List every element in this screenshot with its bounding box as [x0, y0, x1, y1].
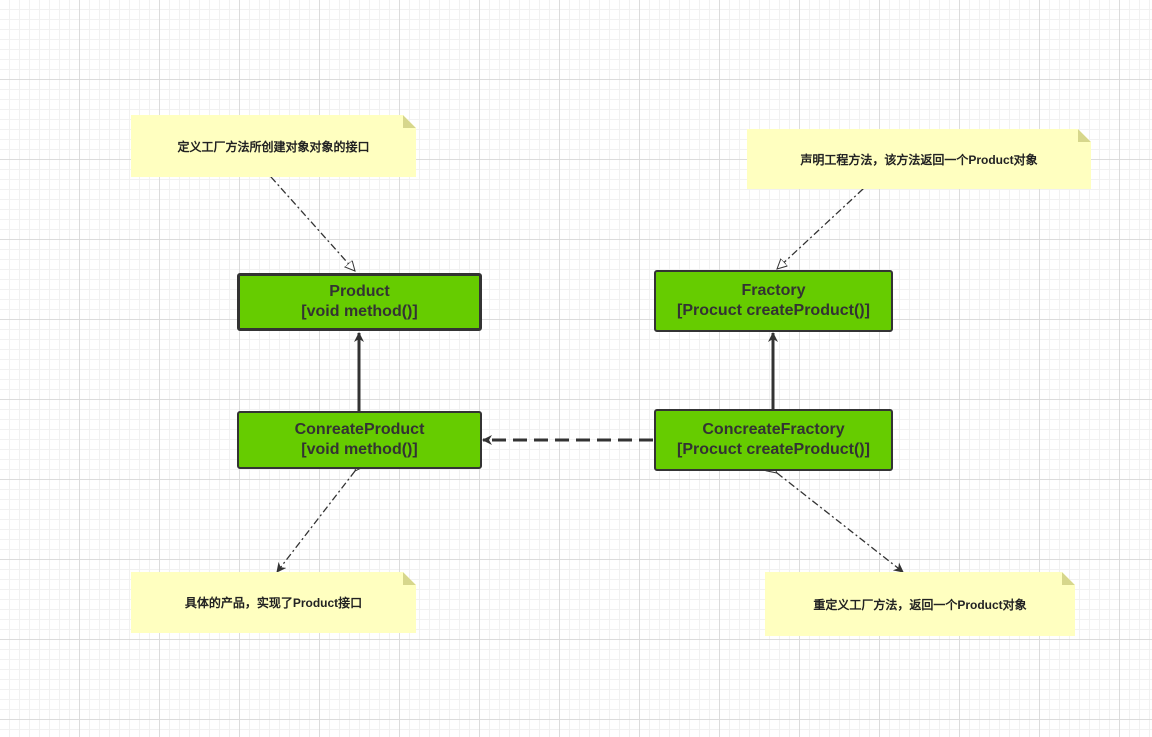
note-concrete-product-text: 具体的产品，实现了Product接口: [184, 596, 363, 610]
note-factory-text: 声明工程方法，该方法返回一个Product对象: [800, 152, 1038, 167]
class-product-name: Product: [329, 283, 390, 300]
note-product-link: [271, 177, 355, 271]
note-factory[interactable]: 声明工程方法，该方法返回一个Product对象: [747, 129, 1091, 189]
class-product[interactable]: Product [void method()]: [237, 273, 482, 331]
note-concrete-factory[interactable]: 重定义工厂方法，返回一个Product对象: [765, 572, 1075, 636]
class-factory-method: [Procuct createProduct()]: [677, 302, 870, 319]
class-factory-name: Fractory: [741, 282, 806, 299]
class-factory[interactable]: Fractory [Procuct createProduct()]: [654, 270, 893, 332]
class-concrete-product-name: ConreateProduct: [294, 421, 425, 438]
note-concrete-factory-text: 重定义工厂方法，返回一个Product对象: [813, 597, 1027, 612]
note-factory-link: [777, 189, 863, 269]
note-concrete-product[interactable]: 具体的产品，实现了Product接口: [131, 572, 416, 633]
class-product-method: [void method()]: [301, 303, 418, 320]
class-concrete-factory-name: ConcreateFractory: [702, 421, 845, 438]
class-concrete-product[interactable]: ConreateProduct [void method()]: [237, 411, 482, 469]
class-concrete-factory-method: [Procuct createProduct()]: [677, 441, 870, 458]
note-product-text: 定义工厂方法所创建对象对象的接口: [177, 139, 370, 154]
concrete-product-note-link: [277, 471, 355, 572]
class-concrete-product-method: [void method()]: [301, 441, 418, 458]
note-product[interactable]: 定义工厂方法所创建对象对象的接口: [131, 115, 416, 177]
class-concrete-factory[interactable]: ConcreateFractory [Procuct createProduct…: [654, 409, 893, 471]
concrete-factory-note-link: [777, 473, 903, 572]
